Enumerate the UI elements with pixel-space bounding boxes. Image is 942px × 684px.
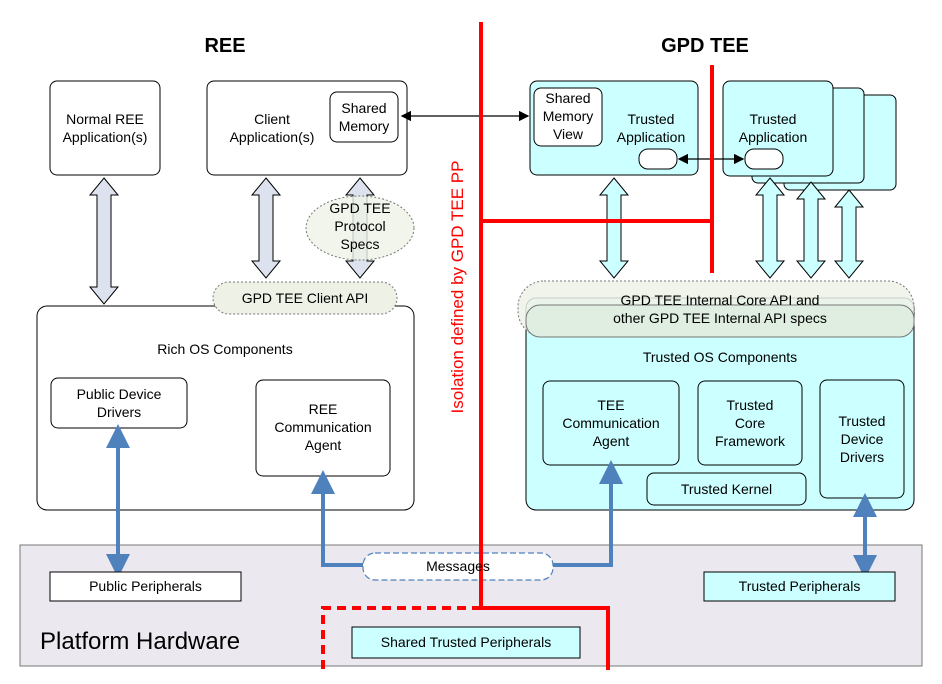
isolation-label: Isolation defined by GPD TEE PP [448,160,467,414]
trusted-peripherals-box [703,571,896,602]
core-framework-box [697,380,803,466]
shared-memory-box [329,91,399,143]
shared-memory-view-label: Shared Memory View [542,90,594,142]
tee-messages-arrow [552,460,623,567]
platform-hardware-label: Platform Hardware [40,628,241,655]
trusted-peripherals-label: Trusted Peripherals [738,578,861,594]
public-peripherals-box [49,571,242,602]
isolation-lines [321,22,714,670]
shared-trusted-peripherals-box [351,626,581,659]
shared-trusted-peripherals-label: Shared Trusted Peripherals [380,634,552,650]
trusted-os-label: Trusted OS Components [642,349,798,365]
messages-label: Messages [426,558,490,574]
api-arrow-normal-app [88,177,120,305]
protocol-specs-bubble [305,195,415,261]
api-arrow-client-app [250,177,282,279]
client-api-bubble [212,281,398,315]
normal-ree-app-box [49,80,161,176]
shared-memory-view-box [533,87,603,147]
client-app-label: Client Application(s) [229,111,315,145]
shared-memory-label: Shared Memory [338,100,390,134]
core-framework-label: Trusted Core Framework [714,397,785,449]
api-arrow-ta3 [795,181,827,279]
device-drivers-label: Trusted Device Drivers [838,413,886,465]
trusted-kernel-box [646,472,807,506]
normal-ree-app-label: Normal REE Application(s) [62,111,148,145]
trusted-kernel-label: Trusted Kernel [680,481,773,497]
ree-comm-agent-label: REE Communication Agent [274,401,372,453]
public-drivers-label: Public Device Drivers [76,386,162,420]
tee-comm-agent-label: TEE Communication Agent [562,397,660,449]
api-arrow-ta1 [598,177,630,279]
client-api-label: GPD TEE Client API [241,290,369,306]
messages-pill [362,552,554,581]
ree-header: REE [204,35,246,57]
api-arrow-ta4 [833,189,865,279]
trusted-app-1-label: Trusted Application [616,111,686,145]
rich-os-label: Rich OS Components [157,341,293,357]
ta1-port [638,148,678,170]
api-arrow-ta2 [754,177,786,279]
internal-api-label: GPD TEE Internal Core API and other GPD … [613,292,827,326]
protocol-specs-label: GPD TEE Protocol Specs [329,200,391,252]
internal-api-inner [525,304,915,338]
tee-header: GPD TEE [661,35,749,57]
ta2-port [744,148,784,170]
blue-arrows [106,424,877,579]
public-peripherals-label: Public Peripherals [89,578,202,594]
trusted-app-2-label: Trusted Application [738,111,808,145]
ree-messages-arrow [311,470,370,567]
